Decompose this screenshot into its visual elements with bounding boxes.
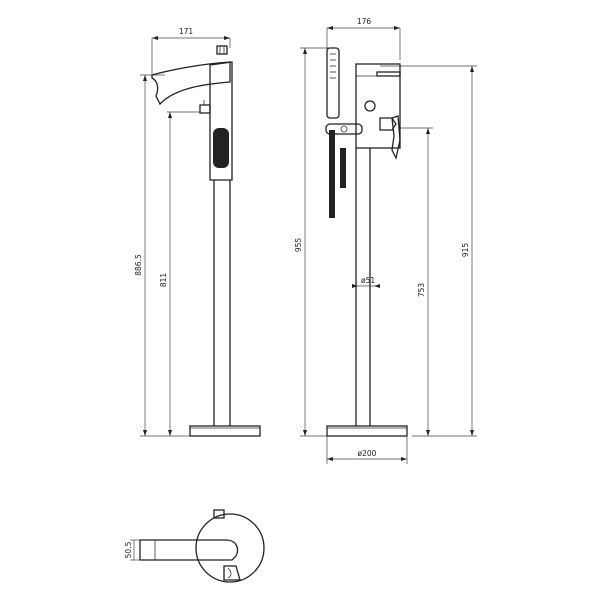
side-tap-body — [151, 45, 261, 437]
front-width-dimension: 176 — [326, 17, 401, 60]
side-spout-width-label: 171 — [179, 27, 194, 36]
pipe-diameter-label: ø51 — [361, 276, 375, 285]
side-spout-width-dimension: 171 — [151, 27, 231, 74]
base-diameter-dimension: ø200 — [326, 436, 408, 464]
front-handle-height-dimension: 915 — [380, 65, 477, 437]
side-spout-height-dimension: 811 — [159, 111, 200, 436]
front-handle-height-label: 915 — [461, 243, 470, 258]
front-width-label: 176 — [357, 17, 372, 26]
base-diameter-label: ø200 — [358, 449, 377, 458]
front-total-height-label: 955 — [294, 238, 303, 253]
front-total-height-dimension: 955 — [294, 47, 335, 437]
front-tap-body — [325, 47, 408, 437]
pipe-diameter-dimension: ø51 — [352, 276, 380, 288]
front-view: 176 955 915 753 — [294, 17, 477, 464]
side-spout-height-label: 811 — [159, 273, 168, 288]
side-view: 171 886.5 811 — [134, 27, 261, 437]
side-total-height-dimension: 886.5 — [134, 74, 190, 437]
front-diverter-height-label: 753 — [417, 283, 426, 298]
top-view: 50.5 — [124, 509, 265, 583]
front-diverter-height-dimension: 753 — [400, 127, 433, 436]
top-view-depth-label: 50.5 — [124, 541, 133, 558]
side-total-height-label: 886.5 — [134, 254, 143, 276]
